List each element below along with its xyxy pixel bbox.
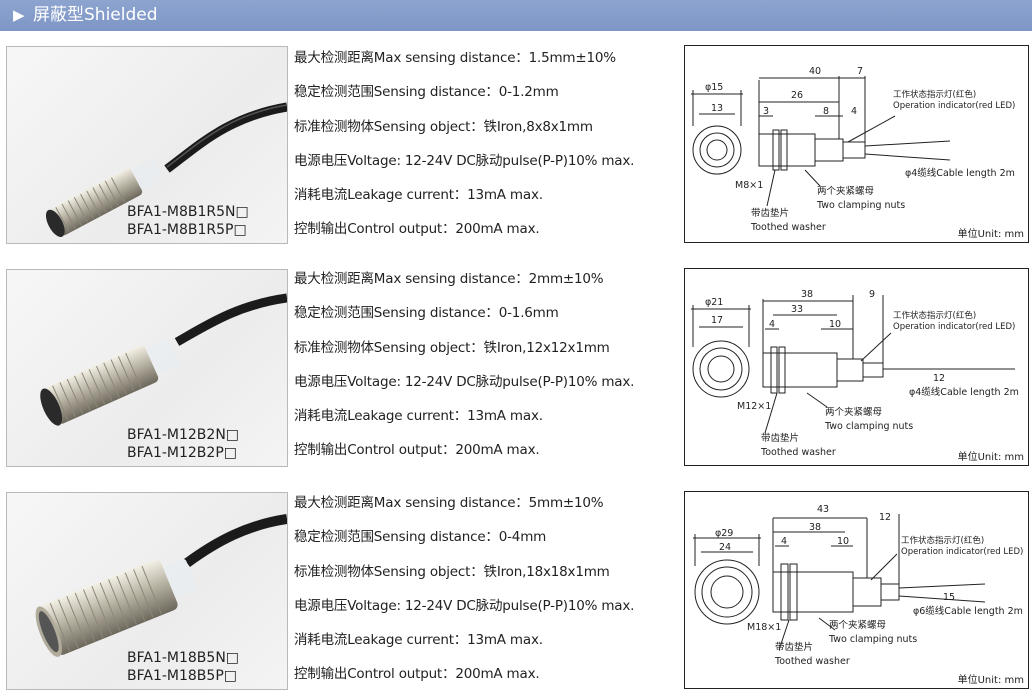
indicator-en: Operation indicator(red LED) (893, 322, 1016, 332)
spec-max-distance: 最大检测距离Max sensing distance：1.5mm±10% (294, 50, 616, 66)
dim-outer: φ29 (715, 528, 734, 539)
spec-leakage: 消耗电流Leakage current：13mA max. (294, 632, 543, 649)
nuts-cn: 两个夹紧螺母 (817, 186, 875, 197)
nuts-en: Two clamping nuts (825, 421, 914, 432)
unit-label: 单位Unit: mm (957, 229, 1024, 240)
spec-output: 控制输出Control output：200mA max. (294, 221, 540, 238)
drawing-lines-m18 (693, 514, 986, 651)
model-p-label: BFA1-M8B1R5P□ (127, 222, 247, 238)
dim-total: 40 (809, 66, 822, 77)
sensor-image-m8 (45, 102, 287, 237)
model-n-label: BFA1-M12B2N□ (127, 427, 240, 443)
model-n-label: BFA1-M8B1R5N□ (127, 204, 249, 220)
dim-body: 33 (791, 304, 804, 315)
thread-label: M18×1 (747, 622, 782, 633)
washer-cn: 带齿垫片 (761, 433, 800, 444)
section-header: ▶ 屏蔽型Shielded (0, 0, 1032, 31)
indicator-cn: 工作状态指示灯(红色) (901, 536, 985, 546)
spec-output: 控制输出Control output：200mA max. (294, 666, 540, 683)
dim-tail: 7 (857, 66, 864, 77)
spec-sensing-object: 标准检测物体Sensing object：铁Iron,8x8x1mm (294, 118, 593, 135)
dim-e: 15 (943, 592, 956, 603)
dimension-drawing-m8: φ15 13 40 7 26 3 8 4 工作状态指示灯(红色) Operati… (684, 45, 1029, 243)
dim-e: 4 (851, 106, 858, 117)
spec-sensing-distance: 稳定检测范围Sensing distance：0-1.2mm (294, 84, 559, 101)
section-title: 屏蔽型Shielded (33, 5, 158, 25)
dim-total: 38 (801, 289, 814, 300)
dim-led: 10 (837, 536, 850, 547)
dim-inner: 17 (711, 315, 724, 326)
spec-output: 控制输出Control output：200mA max. (294, 442, 540, 459)
cable-label: φ4缆线Cable length 2m (909, 387, 1019, 398)
dim-outer: φ21 (705, 297, 724, 308)
dim-tail: 12 (879, 512, 892, 523)
dimension-drawing-m18: φ29 24 43 12 38 4 10 15 工作状态指示灯(红色) Oper… (684, 491, 1029, 689)
spec-max-distance: 最大检测距离Max sensing distance：5mm±10% (294, 495, 604, 511)
dim-body: 26 (791, 90, 804, 101)
model-p-label: BFA1-M12B2P□ (127, 445, 237, 461)
dim-body: 38 (809, 522, 822, 533)
thread-label: M12×1 (737, 401, 772, 412)
model-p-label: BFA1-M18B5P□ (127, 668, 237, 684)
dim-nut: 4 (769, 319, 776, 330)
spec-list-m8: 最大检测距离Max sensing distance：1.5mm±10% 稳定检… (294, 41, 686, 247)
washer-cn: 带齿垫片 (775, 642, 814, 653)
spec-leakage: 消耗电流Leakage current：13mA max. (294, 408, 543, 425)
dim-tail: 9 (869, 289, 876, 300)
drawing-lines-m12 (691, 295, 1015, 434)
model-n-label: BFA1-M18B5N□ (127, 650, 240, 666)
dim-nut: 3 (763, 106, 770, 117)
spec-voltage: 电源电压Voltage: 12-24V DC脉动pulse(P-P)10% ma… (294, 152, 635, 169)
cable-label: φ4缆线Cable length 2m (905, 168, 1015, 179)
triangle-bullet-icon: ▶ (13, 6, 25, 24)
nuts-cn: 两个夹紧螺母 (825, 407, 883, 418)
product-photo-m18: BFA1-M18B5N□ BFA1-M18B5P□ (6, 492, 288, 690)
spec-list-m12: 最大检测距离Max sensing distance：2mm±10% 稳定检测范… (294, 262, 686, 468)
indicator-cn: 工作状态指示灯(红色) (893, 311, 977, 321)
spec-sensing-distance: 稳定检测范围Sensing distance：0-4mm (294, 529, 547, 546)
thread-label: M8×1 (735, 180, 764, 191)
product-photo-m8: BFA1-M8B1R5N□ BFA1-M8B1R5P□ (6, 46, 288, 244)
dim-nut: 4 (781, 536, 788, 547)
dim-inner: 13 (711, 103, 724, 114)
dim-inner: 24 (719, 542, 732, 553)
spec-voltage: 电源电压Voltage: 12-24V DC脉动pulse(P-P)10% ma… (294, 597, 635, 614)
product-photo-m12: BFA1-M12B2N□ BFA1-M12B2P□ (6, 269, 288, 467)
unit-label: 单位Unit: mm (957, 452, 1024, 463)
indicator-en: Operation indicator(red LED) (893, 101, 1016, 111)
sensor-image-m18 (35, 514, 287, 657)
nuts-cn: 两个夹紧螺母 (829, 620, 887, 631)
sensor-image-m12 (40, 293, 287, 426)
dimension-drawing-m12: φ21 17 38 9 33 4 10 12 工作状态指示灯(红色) Opera… (684, 268, 1029, 466)
dim-e: 12 (933, 373, 946, 384)
washer-en: Toothed washer (775, 656, 850, 667)
washer-cn: 带齿垫片 (751, 208, 790, 219)
spec-sensing-object: 标准检测物体Sensing object：铁Iron,12x12x1mm (294, 339, 610, 356)
nuts-en: Two clamping nuts (829, 634, 918, 645)
spec-max-distance: 最大检测距离Max sensing distance：2mm±10% (294, 271, 604, 287)
cable-label: φ6缆线Cable length 2m (913, 606, 1023, 617)
indicator-cn: 工作状态指示灯(红色) (893, 90, 977, 100)
nuts-en: Two clamping nuts (817, 200, 906, 211)
washer-en: Toothed washer (751, 222, 826, 233)
indicator-en: Operation indicator(red LED) (901, 547, 1024, 557)
spec-leakage: 消耗电流Leakage current：13mA max. (294, 187, 543, 204)
dim-outer: φ15 (705, 82, 724, 93)
drawing-lines-m8 (691, 76, 951, 207)
spec-sensing-object: 标准检测物体Sensing object：铁Iron,18x18x1mm (294, 563, 610, 580)
spec-sensing-distance: 稳定检测范围Sensing distance：0-1.6mm (294, 305, 559, 322)
spec-voltage: 电源电压Voltage: 12-24V DC脉动pulse(P-P)10% ma… (294, 373, 635, 390)
unit-label: 单位Unit: mm (957, 675, 1024, 686)
washer-en: Toothed washer (761, 447, 836, 458)
dim-led: 10 (829, 319, 842, 330)
dim-led: 8 (823, 106, 830, 117)
dim-total: 43 (817, 504, 830, 515)
spec-list-m18: 最大检测距离Max sensing distance：5mm±10% 稳定检测范… (294, 486, 686, 692)
